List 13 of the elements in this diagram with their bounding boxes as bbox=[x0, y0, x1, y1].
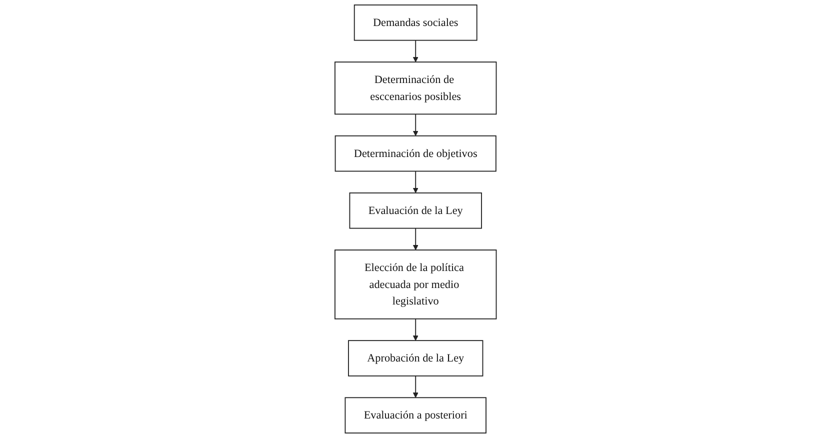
arrow bbox=[412, 40, 418, 62]
node-box: Evaluación de la Ley bbox=[349, 192, 482, 229]
node-box: Determinación de esccenarios posibles bbox=[334, 62, 497, 115]
node-box: Evaluación a posteriori bbox=[344, 397, 486, 434]
arrow bbox=[412, 318, 418, 341]
node-box: Determinación de objetivos bbox=[334, 135, 496, 172]
arrow bbox=[412, 114, 418, 136]
node-box: Aprobación de la Ley bbox=[348, 340, 484, 376]
node-box: Elección de la política adecuada por medio legislativo bbox=[334, 250, 497, 320]
node-box: Demandas sociales bbox=[354, 4, 478, 41]
arrow bbox=[412, 375, 418, 398]
arrow bbox=[412, 170, 418, 194]
arrow bbox=[412, 228, 418, 250]
